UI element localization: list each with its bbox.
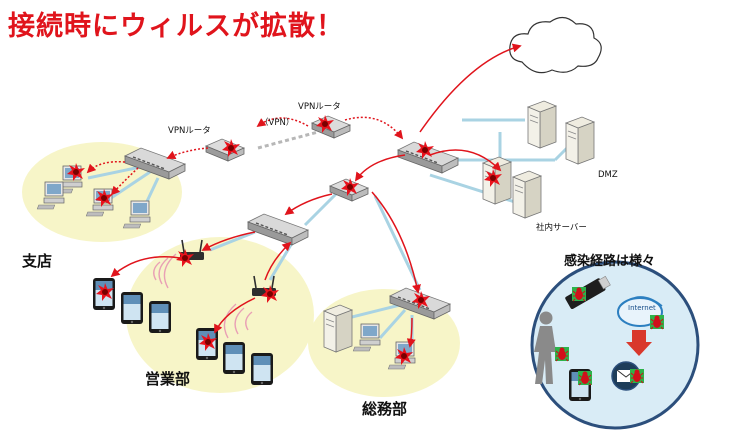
- cloud-icon: [509, 16, 602, 74]
- network-lines: [87, 118, 572, 340]
- server-icon: [527, 100, 557, 149]
- internet-label: Internet: [628, 304, 656, 312]
- dmz-label: DMZ: [598, 170, 618, 180]
- server-icon: [565, 116, 595, 165]
- wireless-waves: [153, 253, 253, 339]
- infection-routes-panel: [530, 260, 700, 430]
- vpn-router-right-label: VPNルータ: [298, 102, 341, 112]
- sales-label: 営業部: [145, 370, 191, 388]
- vpn-tunnel: [257, 130, 319, 150]
- server-icon: [512, 170, 542, 219]
- tablet-icon: [223, 342, 245, 374]
- branch-label: 支店: [22, 252, 53, 270]
- tablet-icon: [121, 292, 143, 324]
- vpn-router-left-label: VPNルータ: [168, 126, 211, 136]
- tablet-icon: [149, 301, 171, 333]
- switch-icon: [247, 213, 309, 246]
- vpn-label: （VPN）: [260, 118, 295, 128]
- general-affairs-label: 総務部: [362, 400, 408, 418]
- server-icon: [323, 304, 353, 353]
- person-icon: [534, 311, 556, 384]
- diagram-title: 接続時にウィルスが拡散！: [8, 11, 344, 42]
- router-icon: [311, 115, 351, 139]
- tablet-icon: [251, 353, 273, 385]
- infection-routes-label: 感染経路は様々: [564, 254, 656, 269]
- switch-icon: [397, 141, 459, 174]
- internal-server-label: 社内サーバー: [536, 223, 587, 233]
- infection-arrows: [86, 43, 522, 348]
